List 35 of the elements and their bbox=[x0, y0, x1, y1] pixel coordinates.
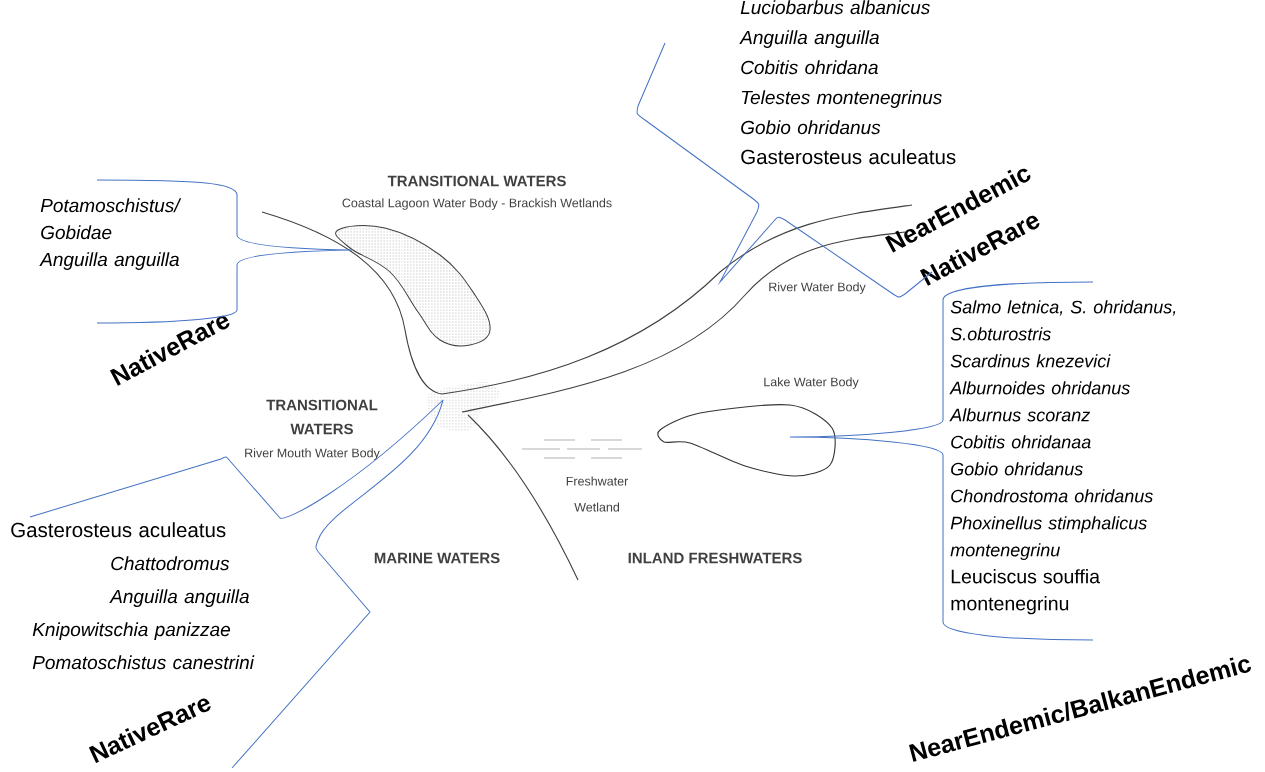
species-name: Gasterosteus aculeatus bbox=[11, 522, 226, 538]
species-name: Cobitis ohridana bbox=[741, 60, 878, 75]
map-label: Freshwater Wetland bbox=[566, 476, 629, 512]
species-name: Anguilla anguilla bbox=[39, 252, 179, 270]
leader-line bbox=[29, 399, 444, 769]
species-name: Cobitis ohridanaa bbox=[951, 435, 1091, 449]
species-name: Salmo letnica, S. ohridanus, S.obturostris bbox=[950, 300, 1176, 341]
species-name: Scardinus knezevici bbox=[950, 354, 1111, 368]
species-name: Gobio ohridanus bbox=[741, 120, 881, 135]
map-label: TRANSITIONAL WATERS bbox=[266, 399, 378, 435]
species-name: Gasterosteus aculeatus bbox=[741, 149, 956, 165]
species-name: Chattodromus bbox=[111, 556, 230, 571]
map-label: River Mouth Water Body bbox=[245, 448, 380, 460]
leader-line bbox=[789, 281, 1094, 641]
map-label: Coastal Lagoon Water Body - Brackish Wetlands bbox=[342, 198, 612, 210]
species-name: Pomatoschistus canestrini bbox=[32, 655, 255, 670]
species-name: Telestes montenegrinus bbox=[741, 90, 942, 108]
species-name: Chondrostoma ohridanus bbox=[951, 489, 1153, 503]
species-name: Anguilla anguilla bbox=[739, 30, 879, 48]
map-label: INLAND FRESHWATERS bbox=[628, 552, 802, 564]
leader-line bbox=[636, 42, 933, 298]
species-name: Anguilla anguilla bbox=[109, 589, 249, 607]
map-label: MARINE WATERS bbox=[374, 552, 500, 564]
map-label: TRANSITIONAL WATERS bbox=[387, 175, 566, 187]
species-name: Potamoschistus/ Gobidae bbox=[40, 198, 182, 240]
species-name: Phoxinellus stimphalicus montenegrinu bbox=[950, 516, 1147, 560]
species-name: Leuciscus souffia montenegrinu bbox=[951, 569, 1100, 615]
map-label: River Water Body bbox=[769, 282, 866, 294]
species-name: Alburnus scoranz bbox=[949, 408, 1090, 422]
species-name: Gobio ohridanus bbox=[951, 462, 1083, 476]
leader-line bbox=[96, 179, 353, 324]
species-name: Knipowitschia panizzae bbox=[32, 622, 230, 640]
map-label: Lake Water Body bbox=[764, 377, 859, 389]
species-name: Luciobarbus albanicus bbox=[740, 0, 930, 15]
species-name: Alburnoides ohridanus bbox=[949, 381, 1130, 395]
